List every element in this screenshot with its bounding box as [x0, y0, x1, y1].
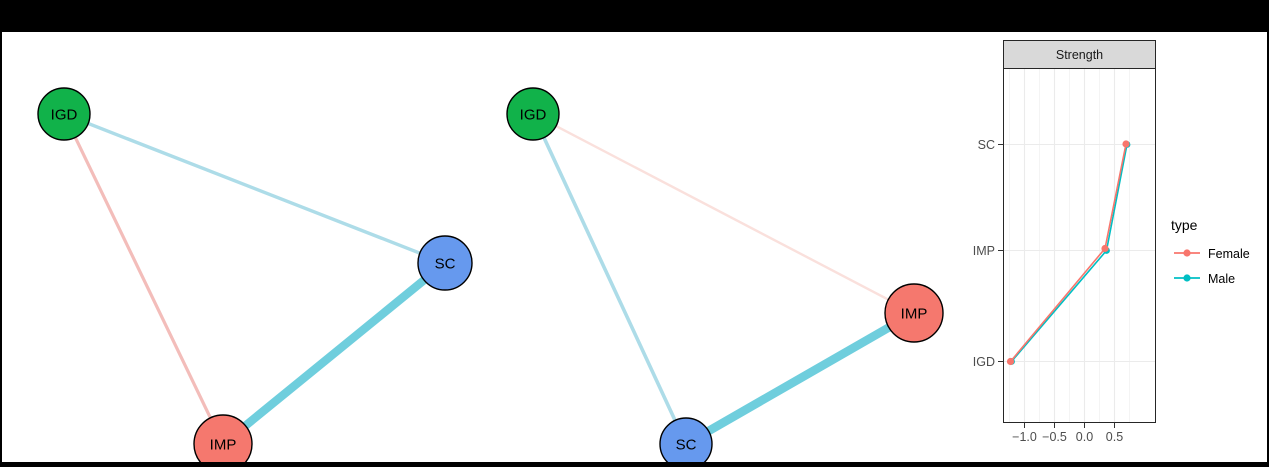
node-imp[interactable]: IMP — [193, 414, 253, 462]
x-tick-label-neg1: −1.0 — [1012, 430, 1037, 444]
point-female-sc — [1122, 140, 1130, 148]
node-igd-label: IGD — [51, 107, 78, 124]
node-imp-label: IMP — [210, 437, 237, 454]
legend-label-male: Male — [1208, 272, 1235, 286]
figure-canvas: IGD SC IMP — [2, 32, 1267, 462]
y-axis: SC IMP IGD — [973, 138, 1004, 369]
node-sc-circle[interactable] — [659, 417, 713, 462]
grid-major-vertical — [1023, 69, 1116, 422]
point-female-imp — [1101, 244, 1109, 253]
node-sc-circle[interactable] — [417, 235, 473, 291]
node-imp-circle[interactable] — [884, 283, 944, 343]
node-igd-circle[interactable] — [37, 87, 91, 141]
node-igd[interactable]: IGD — [506, 87, 560, 141]
node-sc[interactable]: SC — [659, 417, 713, 462]
nodes-male: IGD IMP SC — [506, 87, 944, 462]
y-tick-label-sc: SC — [978, 138, 995, 152]
legend-title: type — [1171, 217, 1198, 233]
strength-plot-panel: Strength — [964, 32, 1267, 462]
edge-igd-imp — [62, 112, 225, 446]
nodes-female: IGD SC IMP — [37, 87, 473, 462]
legend-label-female: Female — [1208, 247, 1250, 261]
network-graph-female: IGD SC IMP — [37, 87, 473, 462]
edge-sc-imp — [218, 258, 450, 449]
legend-point-female — [1183, 249, 1191, 257]
x-tick-label-half: 0.5 — [1106, 430, 1123, 444]
legend-point-male — [1183, 274, 1191, 282]
x-axis: −1.0 −0.5 0.0 0.5 — [1012, 422, 1123, 444]
x-tick-label-zero: 0.0 — [1076, 430, 1093, 444]
node-sc[interactable]: SC — [417, 235, 473, 291]
strength-plot-svg: Strength — [973, 40, 1250, 444]
series-female — [1006, 140, 1130, 366]
node-sc-label: SC — [435, 256, 456, 273]
node-sc-label: SC — [676, 437, 697, 454]
plot-panel-background — [1003, 68, 1156, 423]
y-tick-label-igd: IGD — [973, 355, 995, 369]
legend: type Female Male — [1171, 217, 1250, 286]
node-igd-label: IGD — [520, 107, 547, 124]
legend-item-female[interactable]: Female — [1174, 247, 1250, 261]
edge-sc-imp — [681, 308, 919, 449]
edges-female — [62, 112, 450, 449]
edges-male — [531, 112, 919, 449]
y-tick-label-imp: IMP — [973, 244, 995, 258]
network-panel-male: IGD IMP SC — [482, 32, 962, 462]
facet-strip-label: Strength — [1056, 48, 1103, 62]
x-tick-label-neghalf: −0.5 — [1042, 430, 1067, 444]
node-imp[interactable]: IMP — [884, 283, 944, 343]
point-female-igd — [1006, 357, 1015, 366]
network-graph-male: IGD IMP SC — [506, 87, 944, 462]
node-imp-label: IMP — [901, 306, 928, 323]
node-imp-circle[interactable] — [193, 414, 253, 462]
network-panel-female: IGD SC IMP — [2, 32, 482, 462]
edge-igd-sc — [531, 112, 688, 446]
edge-igd-sc — [62, 112, 447, 265]
legend-item-male[interactable]: Male — [1174, 272, 1235, 286]
facet-strip-background — [1003, 40, 1156, 69]
node-igd[interactable]: IGD — [37, 87, 91, 141]
edge-igd-imp — [531, 112, 916, 315]
node-igd-circle[interactable] — [506, 87, 560, 141]
